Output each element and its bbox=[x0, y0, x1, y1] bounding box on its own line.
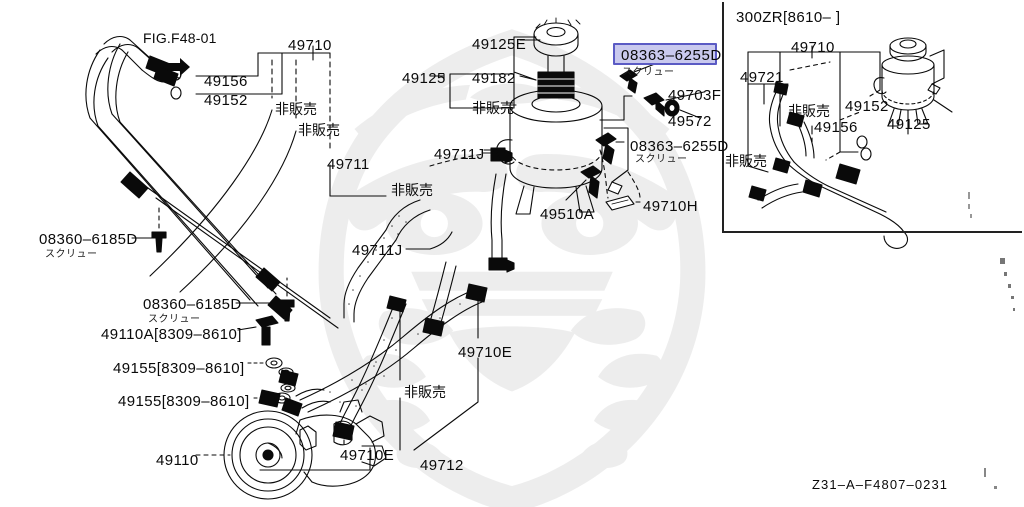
part-label-49711[interactable]: 49711 bbox=[327, 156, 370, 173]
part-label-49712[interactable]: 49712 bbox=[420, 457, 464, 474]
not-for-sale-label-d: 非販売 bbox=[472, 101, 514, 117]
inset-part-label-49152[interactable]: 49152 bbox=[845, 98, 889, 115]
part-label-49110[interactable]: 49110 bbox=[156, 452, 199, 469]
part-label-49711j-lower[interactable]: 49711J bbox=[352, 242, 403, 259]
part-label-49572[interactable]: 49572 bbox=[668, 113, 712, 130]
inset-title: 300ZR[8610– ] bbox=[736, 9, 841, 26]
inset-not-for-sale-a: 非販売 bbox=[788, 104, 830, 120]
inset-part-label-49156[interactable]: 49156 bbox=[814, 119, 858, 136]
selected-part-highlight-box[interactable]: 08363–6255D bbox=[613, 43, 721, 65]
screw-annotation-c: スクリュー bbox=[148, 314, 201, 325]
part-label-08360-6185d-a[interactable]: 08360–6185D bbox=[39, 231, 138, 248]
selected-part-number: 08363–6255D bbox=[621, 47, 722, 64]
not-for-sale-label-e: 非販売 bbox=[404, 385, 446, 401]
inset-part-label-49710[interactable]: 49710 bbox=[791, 39, 835, 56]
part-label-49155-b[interactable]: 49155[8309–8610] bbox=[118, 393, 250, 410]
inset-diagram-frame bbox=[722, 2, 1022, 233]
part-label-49125[interactable]: 49125 bbox=[402, 70, 446, 87]
screw-annotation-b: スクリュー bbox=[635, 154, 688, 165]
part-label-49703f[interactable]: 49703F bbox=[668, 87, 722, 104]
not-for-sale-label-a: 非販売 bbox=[275, 102, 317, 118]
part-label-08360-6185d-b[interactable]: 08360–6185D bbox=[143, 296, 242, 313]
part-label-49156[interactable]: 49156 bbox=[204, 73, 248, 90]
part-label-49710e-left[interactable]: 49710E bbox=[340, 447, 395, 464]
part-label-49152[interactable]: 49152 bbox=[204, 92, 248, 109]
part-label-49710h[interactable]: 49710H bbox=[643, 198, 698, 215]
part-label-49125e[interactable]: 49125E bbox=[472, 36, 527, 53]
inset-part-label-49721[interactable]: 49721 bbox=[740, 69, 784, 86]
diagram-code-footer: Z31–A–F4807–0231 bbox=[812, 477, 949, 492]
not-for-sale-label-c: 非販売 bbox=[391, 183, 433, 199]
inset-not-for-sale-b: 非販売 bbox=[725, 154, 767, 170]
inset-part-label-49125[interactable]: 49125 bbox=[887, 116, 931, 133]
screw-annotation-top: スクリュー bbox=[622, 67, 675, 78]
part-label-49182[interactable]: 49182 bbox=[472, 70, 516, 87]
figure-reference-label: FIG.F48-01 bbox=[143, 30, 217, 46]
part-label-49155-a[interactable]: 49155[8309–8610] bbox=[113, 360, 245, 377]
part-label-49710e-right[interactable]: 49710E bbox=[458, 344, 513, 361]
part-label-49710[interactable]: 49710 bbox=[288, 37, 332, 54]
part-label-49711j-upper[interactable]: 49711J bbox=[434, 146, 485, 163]
not-for-sale-label-b: 非販売 bbox=[298, 123, 340, 139]
part-label-08363-6255d-b[interactable]: 08363–6255D bbox=[630, 138, 729, 155]
part-label-49510a[interactable]: 49510A bbox=[540, 206, 595, 223]
part-label-49110a[interactable]: 49110A[8309–8610] bbox=[101, 326, 242, 343]
screw-annotation-a: スクリュー bbox=[45, 249, 98, 260]
